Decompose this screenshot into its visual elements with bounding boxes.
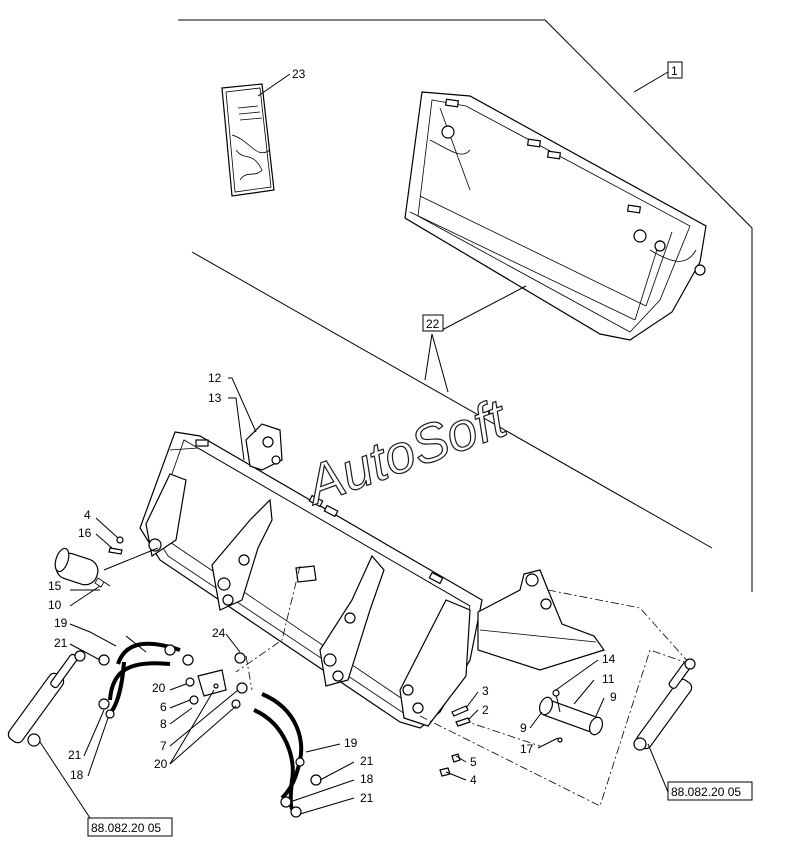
callout-5: 5 <box>470 755 477 769</box>
rear-bucket-section <box>477 569 605 671</box>
callout-4a: 4 <box>84 508 91 522</box>
svg-text:88.082.20 05: 88.082.20 05 <box>671 785 741 799</box>
left-hydraulic-cylinder <box>7 650 91 819</box>
item-22-leaders <box>424 285 527 393</box>
assembly-guide-lines <box>235 565 691 807</box>
valve-block <box>185 652 248 709</box>
section-divider <box>191 251 713 549</box>
callout-20b: 20 <box>154 757 168 771</box>
callout-10: 10 <box>48 598 62 612</box>
callout-labels: 1 23 22 12 13 4 16 15 10 19 21 24 20 6 8… <box>48 61 683 805</box>
callout-6: 6 <box>160 700 167 714</box>
callout-7: 7 <box>160 739 167 753</box>
pin-assembly <box>538 689 604 743</box>
lower-bucket <box>139 423 483 729</box>
reference-box-right[interactable]: 88.082.20 05 <box>667 781 753 801</box>
right-hydraulic-cylinder <box>633 658 696 793</box>
callout-8: 8 <box>160 717 167 731</box>
callout-3: 3 <box>482 684 489 698</box>
assembly-bracket-line <box>178 19 753 592</box>
svg-text:22: 22 <box>426 317 440 331</box>
callout-13: 13 <box>208 391 222 405</box>
callout-19a: 19 <box>54 616 68 630</box>
callout-18b: 18 <box>360 772 374 786</box>
callout-19b: 19 <box>344 736 358 750</box>
callout-20a: 20 <box>152 681 166 695</box>
callout-14: 14 <box>602 652 616 666</box>
small-bolts-center <box>439 705 471 777</box>
watermark-text: AutoSoft <box>296 388 516 517</box>
callout-2: 2 <box>482 703 489 717</box>
operator-manual <box>221 73 291 197</box>
callout-1: 1 <box>667 61 683 79</box>
callout-4b: 4 <box>470 773 477 787</box>
left-hydraulic-hoses <box>98 641 194 719</box>
callout-21d: 21 <box>360 791 374 805</box>
svg-text:88.082.20 05: 88.082.20 05 <box>91 821 161 835</box>
callout-22: 22 <box>422 314 444 332</box>
reference-box-left[interactable]: 88.082.20 05 <box>87 817 173 837</box>
callout-12: 12 <box>208 371 222 385</box>
callout-23: 23 <box>292 67 306 81</box>
callout-15: 15 <box>48 579 62 593</box>
callout-24: 24 <box>212 626 226 640</box>
callout-leaders <box>69 377 605 815</box>
svg-text:1: 1 <box>671 64 678 78</box>
callout-18a: 18 <box>70 768 84 782</box>
right-hydraulic-hoses <box>253 692 322 818</box>
callout-17: 17 <box>520 742 534 756</box>
left-small-bolts <box>95 517 124 555</box>
callout-9a: 9 <box>520 721 527 735</box>
canister-part <box>54 547 159 588</box>
callout-21a: 21 <box>54 636 68 650</box>
upper-bucket <box>404 91 707 341</box>
callout-16: 16 <box>78 526 92 540</box>
callout-21c: 21 <box>360 754 374 768</box>
callout-9b: 9 <box>610 690 617 704</box>
callout-11: 11 <box>602 672 615 686</box>
callout-21b: 21 <box>68 748 82 762</box>
